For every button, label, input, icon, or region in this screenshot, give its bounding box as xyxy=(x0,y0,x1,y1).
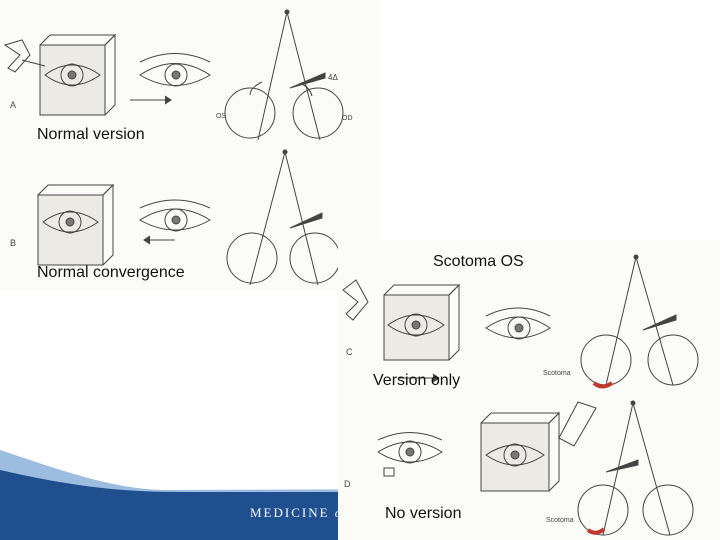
hand-occluder-a xyxy=(3,39,46,73)
right-eye-label: OD xyxy=(342,115,353,122)
caption-scotoma-os: Scotoma OS xyxy=(433,253,524,270)
fixing-eye-b xyxy=(139,199,211,232)
occluder-box-c xyxy=(383,283,461,361)
occluder-box-b xyxy=(37,183,115,266)
panel-b-label: B xyxy=(10,238,16,248)
panel-c-label: C xyxy=(346,347,353,357)
panel-a-label: A xyxy=(10,100,16,110)
footer-brand-prefix: MEDICINE xyxy=(250,505,330,520)
hand-occluder-c xyxy=(342,279,369,321)
panel-c-d-figure: C D Scotoma Scotoma xyxy=(338,240,720,540)
vergence-schematic-a xyxy=(224,9,344,141)
scotoma-mark-d xyxy=(586,527,606,535)
occluder-box-a xyxy=(39,33,117,116)
scotoma-label-c: Scotoma xyxy=(543,370,571,377)
caption-normal-version: Normal version xyxy=(37,126,145,143)
scotoma-label-d: Scotoma xyxy=(546,517,574,524)
left-eye-label: OS xyxy=(216,113,226,120)
fixing-eye-a xyxy=(139,53,211,87)
caption-normal-convergence: Normal convergence xyxy=(37,264,185,281)
scotoma-mark-c xyxy=(592,381,614,389)
deviating-eye-d xyxy=(377,432,443,477)
fixing-eye-c xyxy=(485,307,551,340)
caption-version-only: Version only xyxy=(373,372,461,389)
panel-a-b-figure: A B 4Δ OS OD xyxy=(0,0,380,290)
prism-power-label: 4Δ xyxy=(328,73,338,82)
caption-no-version: No version xyxy=(385,505,462,522)
occluder-box-d xyxy=(480,411,561,492)
vergence-schematic-c xyxy=(580,254,699,386)
hand-occluder-d xyxy=(558,401,597,447)
vergence-schematic-b xyxy=(226,149,341,286)
vergence-schematic-d xyxy=(577,400,694,536)
panel-d-label: D xyxy=(344,479,351,489)
